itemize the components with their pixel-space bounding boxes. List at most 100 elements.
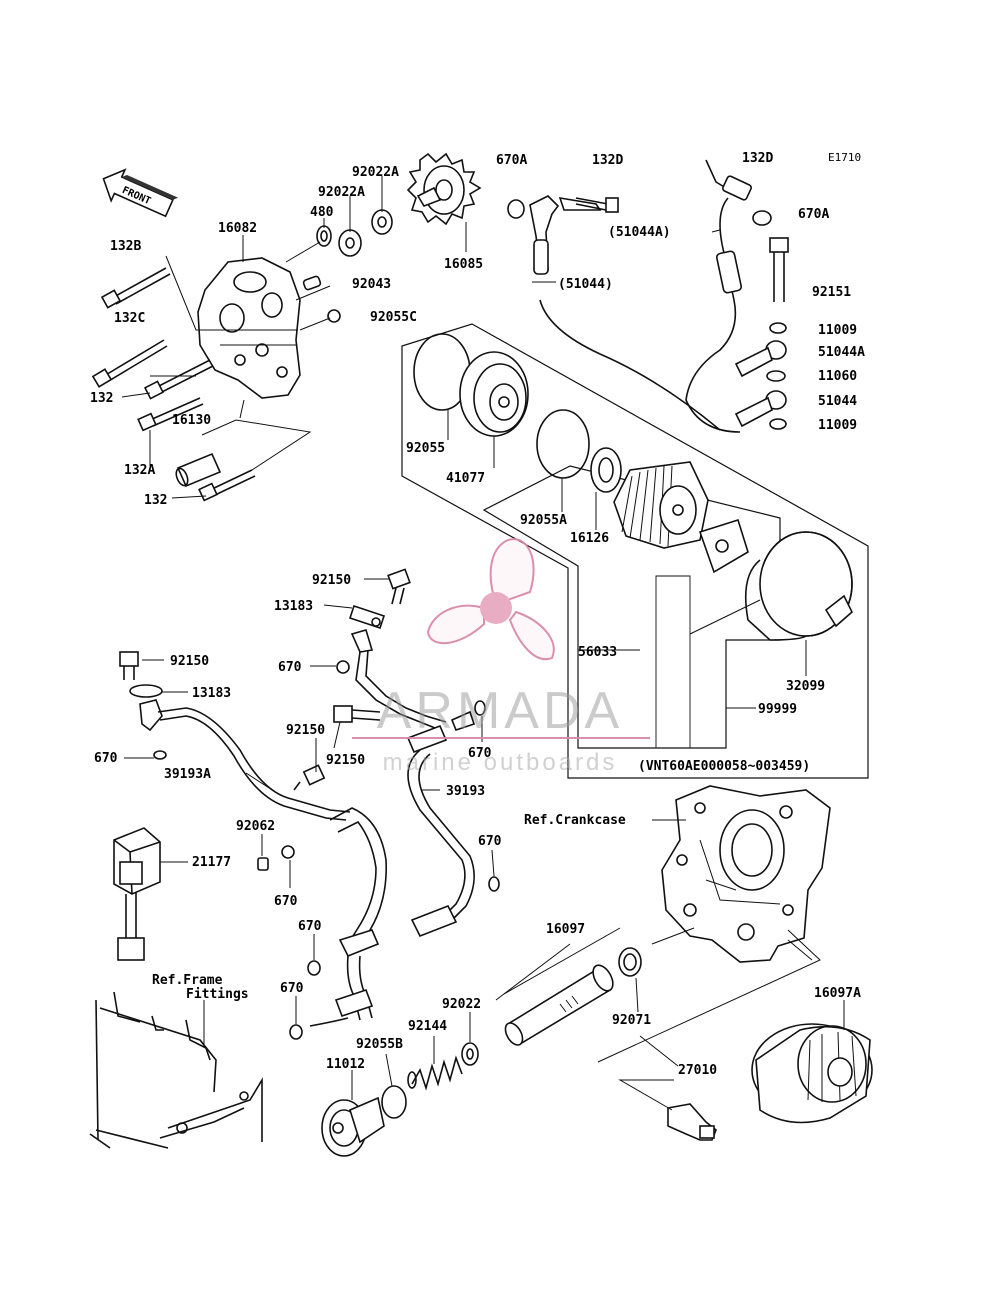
label-serial-range: (VNT60AE000058~003459) [638, 759, 810, 774]
bolt-132C [91, 339, 168, 388]
oil-pipe-39193 [407, 749, 475, 938]
washer-11009-b [769, 418, 787, 430]
o-ring-670A-top [507, 199, 525, 219]
label-92055C: 92055C [370, 310, 417, 325]
label-51044A-paren: (51044A) [608, 225, 671, 240]
label-480: 480 [310, 205, 334, 220]
label-132-upper: 132 [90, 391, 113, 406]
label-fittings: Fittings [186, 987, 249, 1002]
o-ring-670A-right [752, 210, 772, 226]
watermark-tagline: marine outboards [383, 749, 618, 776]
o-ring-670-b [153, 750, 167, 760]
label-99999: 99999 [758, 702, 797, 717]
label-670-d: 670 [478, 834, 502, 849]
bolt-92150-b [119, 651, 139, 680]
oil-filter-16097A [751, 1023, 873, 1124]
bolt-132-upper [143, 359, 214, 400]
label-670-c: 670 [468, 746, 492, 761]
label-92151: 92151 [812, 285, 851, 300]
washer-11060 [766, 370, 786, 382]
oil-strainer-16097 [504, 964, 614, 1046]
oil-pipe-51044A-right [685, 159, 752, 433]
label-670-b: 670 [94, 751, 118, 766]
o-ring-92055A [536, 409, 590, 479]
o-ring-670-d [488, 876, 500, 892]
label-670-f: 670 [298, 919, 322, 934]
label-92043: 92043 [352, 277, 391, 292]
label-11009-b: 11009 [818, 418, 857, 433]
bolt-92150-d [293, 764, 326, 791]
bolt-92150-a [387, 568, 411, 605]
label-132D-left: 132D [592, 153, 623, 168]
label-11009-a: 11009 [818, 323, 857, 338]
plug-92062 [257, 857, 269, 871]
label-92062: 92062 [236, 819, 275, 834]
banjo-51044A [734, 340, 787, 378]
o-ring-670-c [474, 700, 486, 716]
label-670-e: 670 [274, 894, 298, 909]
label-132D-right: 132D [742, 151, 773, 166]
label-92071: 92071 [612, 1013, 651, 1028]
label-32099: 32099 [786, 679, 825, 694]
label-13183-a: 13183 [274, 599, 313, 614]
label-132C: 132C [114, 311, 145, 326]
o-ring-670-e [281, 845, 295, 859]
label-92055: 92055 [406, 441, 445, 456]
bolt-132B [100, 267, 171, 309]
o-ring-670-g [289, 1024, 303, 1040]
label-21177: 21177 [192, 855, 231, 870]
o-ring-92055C [327, 309, 341, 323]
oil-pump-gear-16085 [406, 152, 482, 226]
washer-11009-a [769, 322, 787, 334]
part-labels: 92022A 92022A 480 16082 132B 132C 132 16… [90, 151, 865, 1078]
plate-13183-b [129, 684, 163, 698]
propeller-icon [426, 538, 555, 661]
label-ref-frame: Ref.Frame [152, 973, 223, 988]
label-670A-top: 670A [496, 153, 527, 168]
label-ref-crankcase: Ref.Crankcase [524, 813, 626, 828]
label-132-lower: 132 [144, 493, 167, 508]
relief-valve-11012 [321, 1096, 385, 1157]
banjo-union-upper [350, 629, 447, 731]
oil-pressure-switch-27010 [667, 1103, 717, 1141]
spring-16126 [590, 447, 622, 493]
label-92022A-mid: 92022A [318, 185, 365, 200]
label-51044: 51044 [818, 394, 857, 409]
label-51044A: 51044A [818, 345, 865, 360]
oil-pressure-switch-21177 [113, 827, 161, 961]
banjo-51044 [734, 390, 787, 428]
diagram-code: E1710 [828, 151, 861, 164]
label-92144: 92144 [408, 1019, 447, 1034]
pin-92043 [302, 275, 322, 291]
bolt-92150-c [333, 705, 381, 723]
label-92022A-top: 92022A [352, 165, 399, 180]
watermark-brand: ARMADA [377, 682, 623, 740]
front-arrow-icon: FRONT [102, 168, 179, 218]
label-92150-b: 92150 [170, 654, 209, 669]
label-16085: 16085 [444, 257, 483, 272]
o-ring-92071 [618, 947, 642, 977]
propeller-hub-icon [480, 592, 512, 624]
o-ring-670-a [336, 660, 350, 674]
label-39193: 39193 [446, 784, 485, 799]
label-16097: 16097 [546, 922, 585, 937]
label-16126: 16126 [570, 531, 609, 546]
label-132A: 132A [124, 463, 155, 478]
oil-pipe-39193A [139, 699, 351, 821]
label-670A-right: 670A [798, 207, 829, 222]
label-92150-d: 92150 [326, 753, 365, 768]
label-16130: 16130 [172, 413, 211, 428]
washer-92022A-top [371, 209, 393, 235]
label-39193A: 39193A [164, 767, 211, 782]
watermark-logo: ARMADA marine outboards [352, 538, 650, 776]
cartridge-filter-32099 [744, 531, 853, 641]
plate-13183-a [348, 604, 386, 630]
o-ring-670-f [307, 960, 321, 976]
bolt-132D-left [575, 197, 619, 213]
label-51044-paren: (51044) [558, 277, 613, 292]
oil-pipe-lower [309, 807, 387, 1027]
label-16082: 16082 [218, 221, 257, 236]
label-92150-c: 92150 [286, 723, 325, 738]
dowel-16130 [175, 452, 222, 488]
